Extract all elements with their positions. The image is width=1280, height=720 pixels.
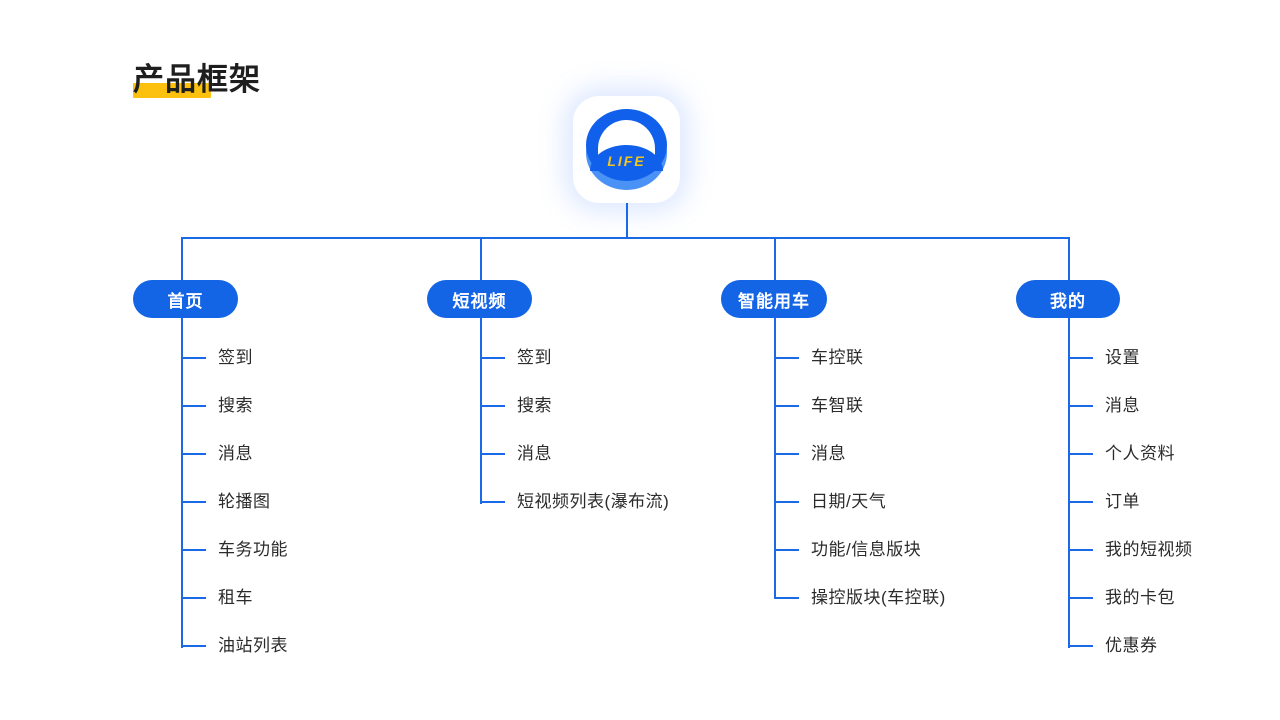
branch-drop-home — [181, 237, 183, 280]
category-pill-home[interactable]: 首页 — [133, 280, 238, 318]
tree-leaf[interactable]: 消息 — [480, 442, 552, 466]
tree-leaf[interactable]: 优惠券 — [1068, 634, 1158, 658]
column-spine-mine — [1068, 280, 1070, 648]
leaf-connector-tick — [480, 357, 505, 359]
leaf-connector-tick — [774, 405, 799, 407]
leaf-label: 租车 — [218, 588, 253, 607]
leaf-connector-tick — [774, 357, 799, 359]
tree-leaf[interactable]: 轮播图 — [181, 490, 271, 514]
tree-leaf[interactable]: 租车 — [181, 586, 253, 610]
branch-drop-mine — [1068, 237, 1070, 280]
tree-leaf[interactable]: 我的卡包 — [1068, 586, 1175, 610]
leaf-label: 车智联 — [811, 396, 864, 415]
leaf-connector-tick — [1068, 645, 1093, 647]
tree-leaf[interactable]: 消息 — [1068, 394, 1140, 418]
leaf-connector-tick — [181, 405, 206, 407]
leaf-label: 消息 — [218, 444, 253, 463]
leaf-label: 搜索 — [218, 396, 253, 415]
leaf-label: 轮播图 — [218, 492, 271, 511]
leaf-connector-tick — [1068, 549, 1093, 551]
title-highlight-bar — [133, 83, 211, 98]
tree-leaf[interactable]: 车智联 — [774, 394, 864, 418]
leaf-connector-tick — [181, 357, 206, 359]
leaf-connector-tick — [181, 549, 206, 551]
leaf-connector-tick — [181, 501, 206, 503]
leaf-label: 搜索 — [517, 396, 552, 415]
tree-leaf[interactable]: 消息 — [181, 442, 253, 466]
tree-leaf[interactable]: 油站列表 — [181, 634, 288, 658]
leaf-connector-tick — [1068, 357, 1093, 359]
page-title: 产品框架 — [133, 62, 261, 97]
leaf-label: 设置 — [1105, 348, 1140, 367]
column-spine-short-video — [480, 280, 482, 504]
page-title-group: 产品框架 — [133, 58, 261, 102]
leaf-label: 消息 — [517, 444, 552, 463]
leaf-connector-tick — [480, 501, 505, 503]
leaf-label: 个人资料 — [1105, 444, 1175, 463]
branch-drop-smart-car — [774, 237, 776, 280]
leaf-connector-tick — [480, 453, 505, 455]
leaf-label: 消息 — [1105, 396, 1140, 415]
tree-leaf[interactable]: 个人资料 — [1068, 442, 1175, 466]
leaf-connector-tick — [1068, 597, 1093, 599]
logo-connector-line — [626, 203, 628, 238]
leaf-connector-tick — [774, 549, 799, 551]
tree-leaf[interactable]: 搜索 — [480, 394, 552, 418]
tree-leaf[interactable]: 签到 — [181, 346, 253, 370]
category-pill-mine[interactable]: 我的 — [1016, 280, 1120, 318]
category-pill-smart-car[interactable]: 智能用车 — [721, 280, 827, 318]
tree-leaf[interactable]: 搜索 — [181, 394, 253, 418]
tree-leaf[interactable]: 车控联 — [774, 346, 864, 370]
leaf-connector-tick — [181, 597, 206, 599]
leaf-label: 日期/天气 — [811, 492, 887, 511]
column-spine-smart-car — [774, 280, 776, 599]
leaf-connector-tick — [774, 453, 799, 455]
tree-leaf[interactable]: 日期/天气 — [774, 490, 886, 514]
leaf-connector-tick — [181, 453, 206, 455]
tree-leaf[interactable]: 功能/信息版块 — [774, 538, 921, 562]
tree-bus-bar — [181, 237, 1069, 239]
leaf-label: 操控版块(车控联) — [811, 588, 946, 607]
branch-drop-short-video — [480, 237, 482, 280]
tree-leaf[interactable]: 签到 — [480, 346, 552, 370]
leaf-label: 订单 — [1105, 492, 1140, 511]
leaf-connector-tick — [774, 597, 799, 599]
leaf-label: 我的卡包 — [1105, 588, 1175, 607]
tree-leaf[interactable]: 我的短视频 — [1068, 538, 1193, 562]
category-pill-short-video[interactable]: 短视频 — [427, 280, 532, 318]
tree-leaf[interactable]: 操控版块(车控联) — [774, 586, 946, 610]
leaf-label: 优惠券 — [1105, 636, 1158, 655]
leaf-label: 车控联 — [811, 348, 864, 367]
leaf-label: 短视频列表(瀑布流) — [517, 492, 670, 511]
leaf-connector-tick — [774, 501, 799, 503]
steering-wheel-icon: LIFE — [586, 109, 667, 190]
leaf-connector-tick — [1068, 501, 1093, 503]
leaf-label: 消息 — [811, 444, 846, 463]
leaf-label: 车务功能 — [218, 540, 288, 559]
tree-leaf[interactable]: 短视频列表(瀑布流) — [480, 490, 669, 514]
leaf-connector-tick — [1068, 453, 1093, 455]
app-logo-card: LIFE — [573, 96, 680, 203]
logo-wordmark: LIFE — [607, 153, 646, 169]
leaf-label: 油站列表 — [218, 636, 288, 655]
leaf-label: 签到 — [517, 348, 552, 367]
column-spine-home — [181, 280, 183, 648]
leaf-connector-tick — [1068, 405, 1093, 407]
tree-leaf[interactable]: 订单 — [1068, 490, 1140, 514]
tree-leaf[interactable]: 设置 — [1068, 346, 1140, 370]
leaf-label: 我的短视频 — [1105, 540, 1193, 559]
leaf-connector-tick — [181, 645, 206, 647]
leaf-label: 功能/信息版块 — [811, 540, 922, 559]
leaf-connector-tick — [480, 405, 505, 407]
tree-leaf[interactable]: 车务功能 — [181, 538, 288, 562]
tree-leaf[interactable]: 消息 — [774, 442, 846, 466]
leaf-label: 签到 — [218, 348, 253, 367]
